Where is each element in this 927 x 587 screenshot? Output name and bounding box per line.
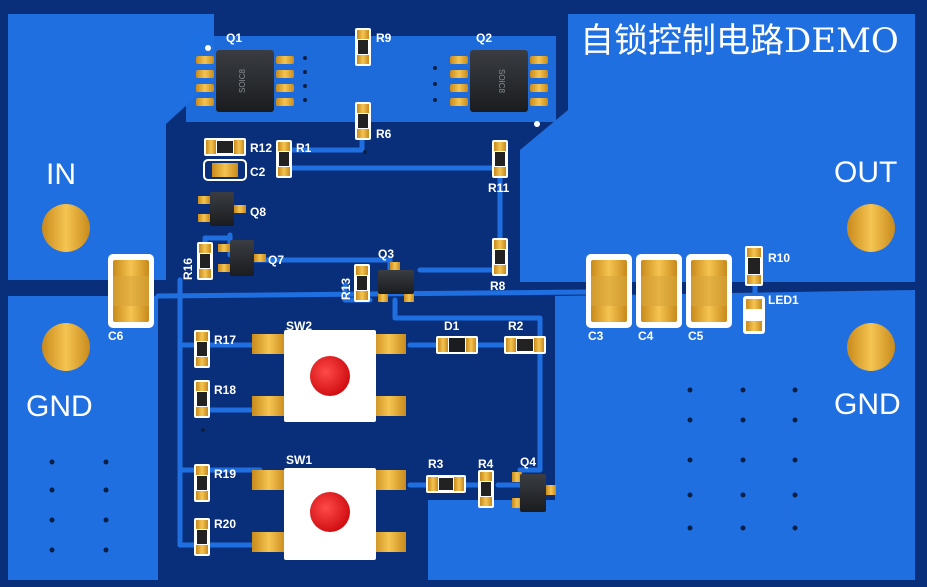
gnd-left-port-label: GND xyxy=(26,390,93,423)
q7-label: Q7 xyxy=(268,253,284,267)
led1 xyxy=(743,296,765,334)
gnd-left-pad xyxy=(42,323,90,371)
port-pads xyxy=(42,204,895,371)
r18-resistor xyxy=(194,380,210,418)
c5-label: C5 xyxy=(688,329,704,343)
c6-capacitor xyxy=(108,254,154,328)
r11-resistor xyxy=(492,140,508,178)
in-pad xyxy=(42,204,90,252)
r3-resistor xyxy=(426,475,466,493)
board-title: 自锁控制电路DEMO xyxy=(580,21,899,61)
r9-label: R9 xyxy=(376,31,392,45)
d1-label: D1 xyxy=(444,319,460,333)
r12-label: R12 xyxy=(250,141,272,155)
r20-resistor xyxy=(194,518,210,556)
in-port-label: IN xyxy=(46,158,76,191)
r13-resistor xyxy=(354,264,370,302)
r10-label: R10 xyxy=(768,251,790,265)
q8-label: Q8 xyxy=(250,205,266,219)
r2-label: R2 xyxy=(508,319,524,333)
sw2-label: SW2 xyxy=(286,319,312,333)
q4-transistor xyxy=(512,472,556,512)
c3-capacitor xyxy=(586,254,632,328)
r4-label: R4 xyxy=(478,457,494,471)
sw1-button-cap[interactable] xyxy=(310,492,350,532)
q2-ic-marking: SOIC8 xyxy=(497,69,506,94)
gnd-right-pad xyxy=(847,323,895,371)
out-copper-pour xyxy=(520,14,915,282)
gnd-left-copper-pour xyxy=(8,296,158,580)
c2-label: C2 xyxy=(250,165,266,179)
q2-mosfet: SOIC8 xyxy=(450,50,548,127)
c4-label: C4 xyxy=(638,329,654,343)
c2-capacitor xyxy=(203,159,247,181)
q7-transistor xyxy=(218,240,266,276)
resistors xyxy=(194,28,763,556)
sw2-switch[interactable] xyxy=(252,330,406,422)
q1-mosfet: SOIC8 xyxy=(196,45,294,112)
r19-label: R19 xyxy=(214,467,236,481)
q1-ic-marking: SOIC8 xyxy=(238,68,247,93)
out-pad xyxy=(847,204,895,252)
horizontal-parts xyxy=(203,138,546,493)
transistors xyxy=(198,192,556,512)
silkscreen-labels: 自锁控制电路DEMO IN OUT GND GND Q1 Q2 Q3 Q4 Q7… xyxy=(26,21,901,531)
gnd-right-copper-pour xyxy=(428,290,915,580)
r8-resistor xyxy=(492,238,508,276)
r6-label: R6 xyxy=(376,127,392,141)
gnd-right-port-label: GND xyxy=(834,388,901,421)
r1-resistor xyxy=(276,140,292,178)
r16-label: R16 xyxy=(181,258,195,280)
r3-label: R3 xyxy=(428,457,444,471)
c5-capacitor xyxy=(686,254,732,328)
q3-label: Q3 xyxy=(378,247,394,261)
r10-resistor xyxy=(745,246,763,286)
d1-diode xyxy=(436,336,478,354)
q3-transistor xyxy=(378,262,414,302)
c6-label: C6 xyxy=(108,329,124,343)
sw1-label: SW1 xyxy=(286,453,312,467)
r13-label: R13 xyxy=(339,278,353,300)
c3-label: C3 xyxy=(588,329,604,343)
q4-label: Q4 xyxy=(520,455,536,469)
led1-label: LED1 xyxy=(768,293,799,307)
c4-capacitor xyxy=(636,254,682,328)
r8-label: R8 xyxy=(490,279,506,293)
r12-resistor xyxy=(204,138,246,156)
r17-resistor xyxy=(194,330,210,368)
r9-resistor xyxy=(355,28,371,66)
sw2-button-cap[interactable] xyxy=(310,356,350,396)
r18-label: R18 xyxy=(214,383,236,397)
r2-resistor xyxy=(504,336,546,354)
r4-resistor xyxy=(478,470,494,508)
r1-label: R1 xyxy=(296,141,312,155)
r17-label: R17 xyxy=(214,333,236,347)
q2-label: Q2 xyxy=(476,31,492,45)
out-port-label: OUT xyxy=(834,156,897,189)
r19-resistor xyxy=(194,464,210,502)
r20-label: R20 xyxy=(214,517,236,531)
vias xyxy=(49,56,798,553)
q1-label: Q1 xyxy=(226,31,242,45)
big-capacitors xyxy=(108,254,732,328)
r16-resistor xyxy=(197,242,213,280)
r6-resistor xyxy=(355,102,371,140)
r11-label: R11 xyxy=(488,181,510,195)
q8-transistor xyxy=(198,192,246,226)
sw1-switch[interactable] xyxy=(252,468,406,560)
